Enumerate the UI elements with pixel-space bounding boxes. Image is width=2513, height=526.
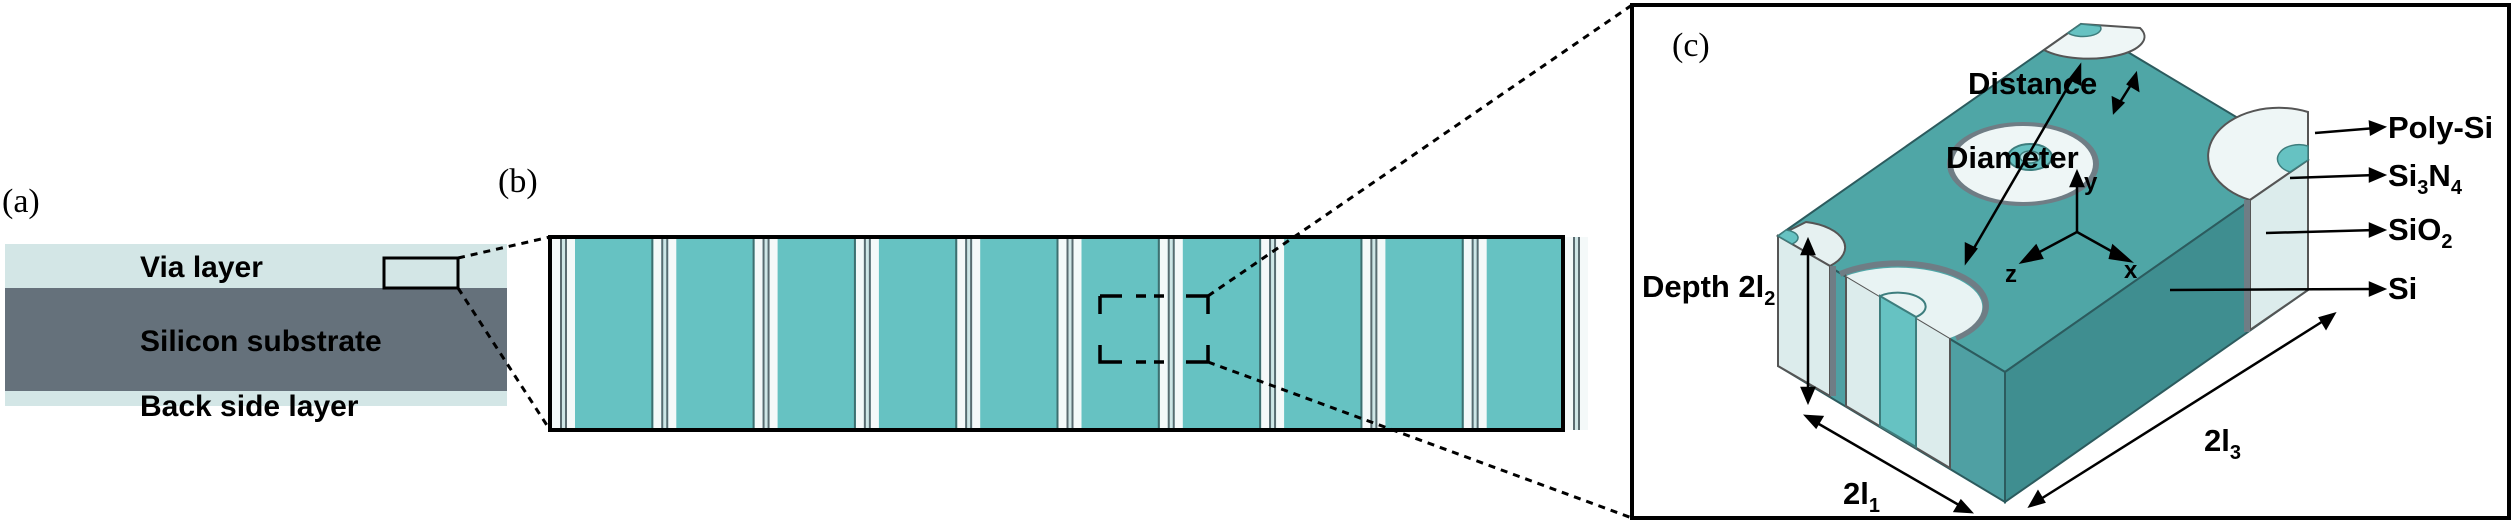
via-strip: [651, 237, 677, 430]
via-strip: [1461, 237, 1487, 430]
axis-y-label: y: [2084, 169, 2098, 196]
dimension-arrows: [1964, 62, 2140, 266]
si-label: Si: [2388, 271, 2417, 306]
polysi-label: Poly-Si: [2388, 110, 2493, 145]
diameter-label: Diameter: [1946, 140, 2079, 175]
via-strip: [1259, 237, 1285, 430]
connector-a-b-top: [457, 235, 551, 260]
via-layer-label: Via layer: [140, 251, 263, 284]
liner-left: [1830, 266, 1836, 396]
via-strip: [1563, 237, 1588, 430]
via-strip: [853, 237, 879, 430]
width1-arrow: [1803, 414, 1974, 514]
dashed-selection: [1098, 294, 1210, 364]
polysi-left: [1776, 229, 1799, 245]
panel-b-frame: [548, 235, 1565, 432]
via-strip: [752, 237, 778, 430]
back-side-layer: [5, 391, 507, 406]
silicon-substrate: [5, 288, 507, 391]
via-layer: [5, 244, 507, 288]
depth-label: Depth 2l2: [1642, 269, 1775, 310]
back-side-layer-label: Back side layer: [140, 390, 359, 423]
connector-b-c-bottom: [1207, 360, 1633, 520]
panel-a-label: (a): [2, 183, 40, 220]
material-arrows: [2169, 120, 2388, 297]
depth-arrow: [1800, 236, 1816, 406]
via-strip: [1360, 237, 1386, 430]
liner-right: [2244, 200, 2250, 332]
connector-a-b-bottom: [456, 287, 552, 431]
panel-c: (c): [1630, 3, 2511, 520]
width1-label: 2l1: [1843, 476, 1880, 517]
via-strip: [955, 237, 981, 430]
via-strips: [550, 237, 1588, 430]
front-via-polysi: [1879, 294, 1917, 449]
axis-z-label: z: [2005, 261, 2017, 288]
via-strip: [1056, 237, 1082, 430]
zoom-box-a: [382, 256, 460, 290]
front-via-liner-arc: [1838, 260, 1989, 341]
panel-b: (b): [498, 163, 1588, 432]
axis-x-label: x: [2124, 257, 2138, 284]
sio2-label: SiO2: [2388, 212, 2453, 253]
via-strip: [1157, 237, 1183, 430]
axes: [2018, 168, 2135, 264]
si3n4-label: Si3N4: [2388, 158, 2463, 199]
panel-c-label: (c): [1672, 27, 1710, 64]
panel-a: (a) Via layer Silicon substrate Back sid…: [2, 183, 507, 423]
distance-label: Distance: [1968, 66, 2097, 101]
panel-b-label: (b): [498, 163, 538, 200]
silicon-substrate-label: Silicon substrate: [140, 325, 382, 358]
width3-label: 2l3: [2204, 423, 2241, 464]
via-strip: [552, 237, 575, 430]
tsv-block: y x z Distance Diameter Depth 2l2: [1642, 22, 2493, 517]
width3-arrow: [2027, 311, 2337, 509]
